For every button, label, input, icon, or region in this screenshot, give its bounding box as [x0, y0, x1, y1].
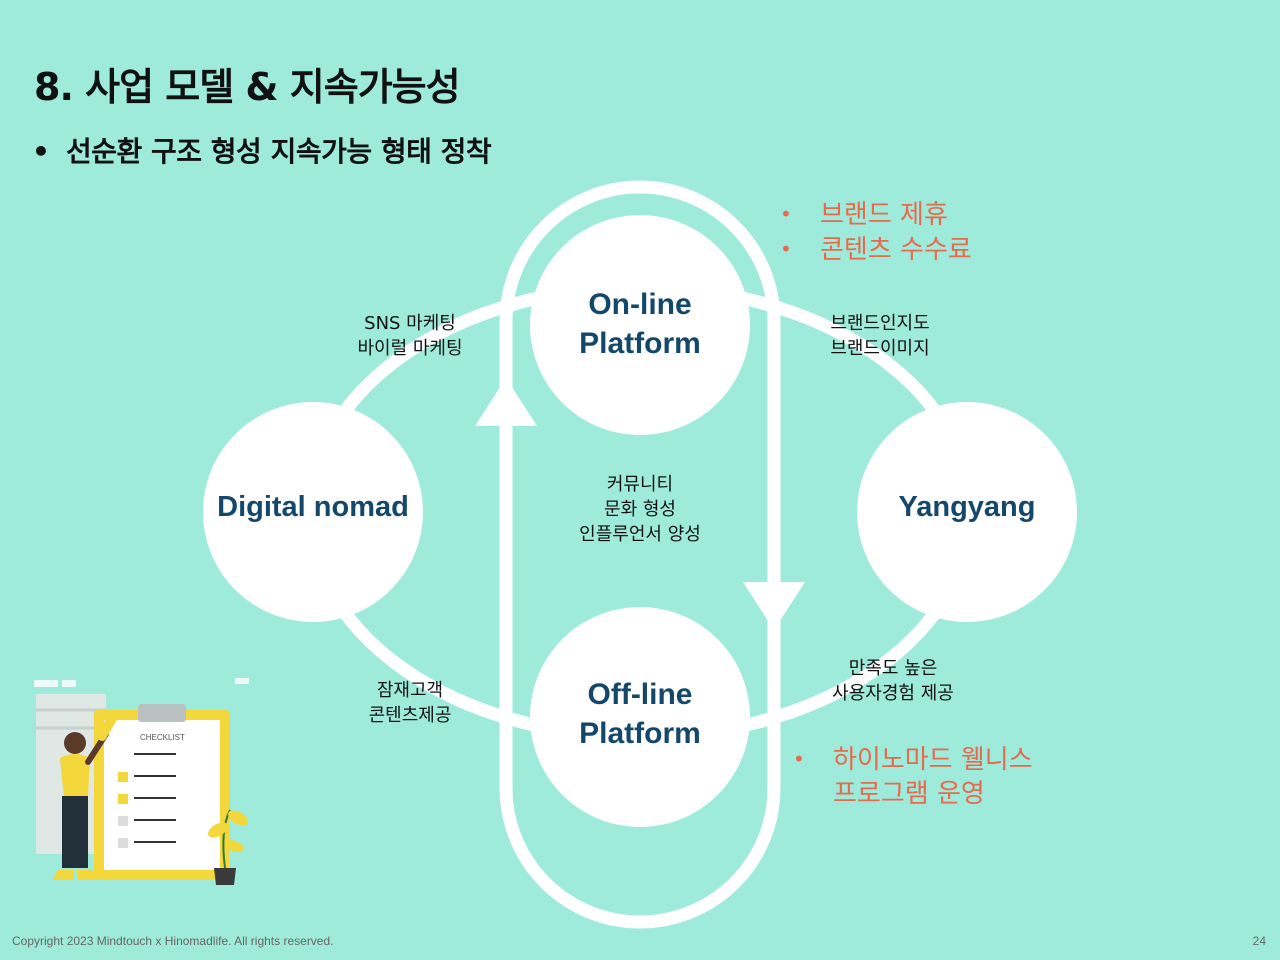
- subtitle-text: 선순환 구조 형성 지속가능 형태 정착: [66, 135, 492, 168]
- node-yangyang: [857, 402, 1077, 622]
- down-arrow-icon: [743, 582, 805, 630]
- footer-copyright: Copyright 2023 Mindtouch x Hinomadlife. …: [12, 934, 334, 948]
- node-online-platform: [530, 215, 750, 435]
- edge-label-center: 커뮤니티 문화 형성 인플루언서 양성: [560, 472, 720, 547]
- edge-line: 콘텐츠제공: [368, 705, 452, 726]
- revenue-item: •브랜드 제휴: [780, 200, 948, 230]
- edge-line: 브랜드인지도: [830, 313, 930, 334]
- edge-line: 사용자경험 제공: [832, 683, 954, 704]
- revenue-item: •하이노마드 웰니스: [793, 745, 1033, 775]
- offline-line1: Off-line: [587, 678, 693, 711]
- edge-label-nomad-online: SNS 마케팅 바이럴 마케팅: [330, 311, 490, 361]
- edge-line: 브랜드이미지: [830, 338, 930, 359]
- digital-nomad-label: Digital nomad: [217, 491, 409, 523]
- checklist-label: CHECKLIST: [140, 733, 185, 742]
- edge-line: 잠재고객: [376, 680, 444, 701]
- subtitle-bullet: • 선순환 구조 형성 지속가능 형태 정착: [32, 130, 492, 170]
- edge-line: 커뮤니티: [606, 474, 674, 495]
- online-line1: On-line: [588, 288, 692, 321]
- edge-label-nomad-offline: 잠재고객 콘텐츠제공: [330, 678, 490, 728]
- node-digital-nomad: [203, 402, 423, 622]
- edge-line: 문화 형성: [604, 499, 676, 520]
- inner-loop-track: [499, 180, 781, 929]
- bullet-marker: •: [32, 135, 50, 168]
- offline-line2: Platform: [579, 717, 701, 750]
- page-number: 24: [1252, 934, 1266, 948]
- offline-platform-label: Off-line Platform: [530, 675, 750, 753]
- online-platform-label: On-line Platform: [530, 285, 750, 363]
- revenue-offline: •하이노마드 웰니스 프로그램 운영: [793, 742, 1033, 811]
- checklist-illustration: CHECKLIST: [34, 678, 249, 885]
- edge-line: 만족도 높은: [848, 658, 938, 679]
- node-offline-platform: [530, 607, 750, 827]
- edge-label-yangyang-offline: 만족도 높은 사용자경험 제공: [813, 656, 973, 706]
- edge-line: 인플루언서 양성: [579, 524, 701, 545]
- online-line2: Platform: [579, 327, 701, 360]
- up-arrow-icon: [475, 378, 537, 426]
- revenue-item: •콘텐츠 수수료: [780, 235, 972, 265]
- revenue-online: •브랜드 제휴 •콘텐츠 수수료: [780, 197, 972, 267]
- edge-line: SNS 마케팅: [364, 313, 456, 334]
- yangyang-label: Yangyang: [898, 491, 1036, 523]
- revenue-item: 프로그램 운영: [833, 779, 985, 809]
- slide-title: 8. 사업 모델 & 지속가능성: [34, 65, 461, 109]
- edge-label-online-yangyang: 브랜드인지도 브랜드이미지: [800, 311, 960, 361]
- edge-line: 바이럴 마케팅: [357, 338, 463, 359]
